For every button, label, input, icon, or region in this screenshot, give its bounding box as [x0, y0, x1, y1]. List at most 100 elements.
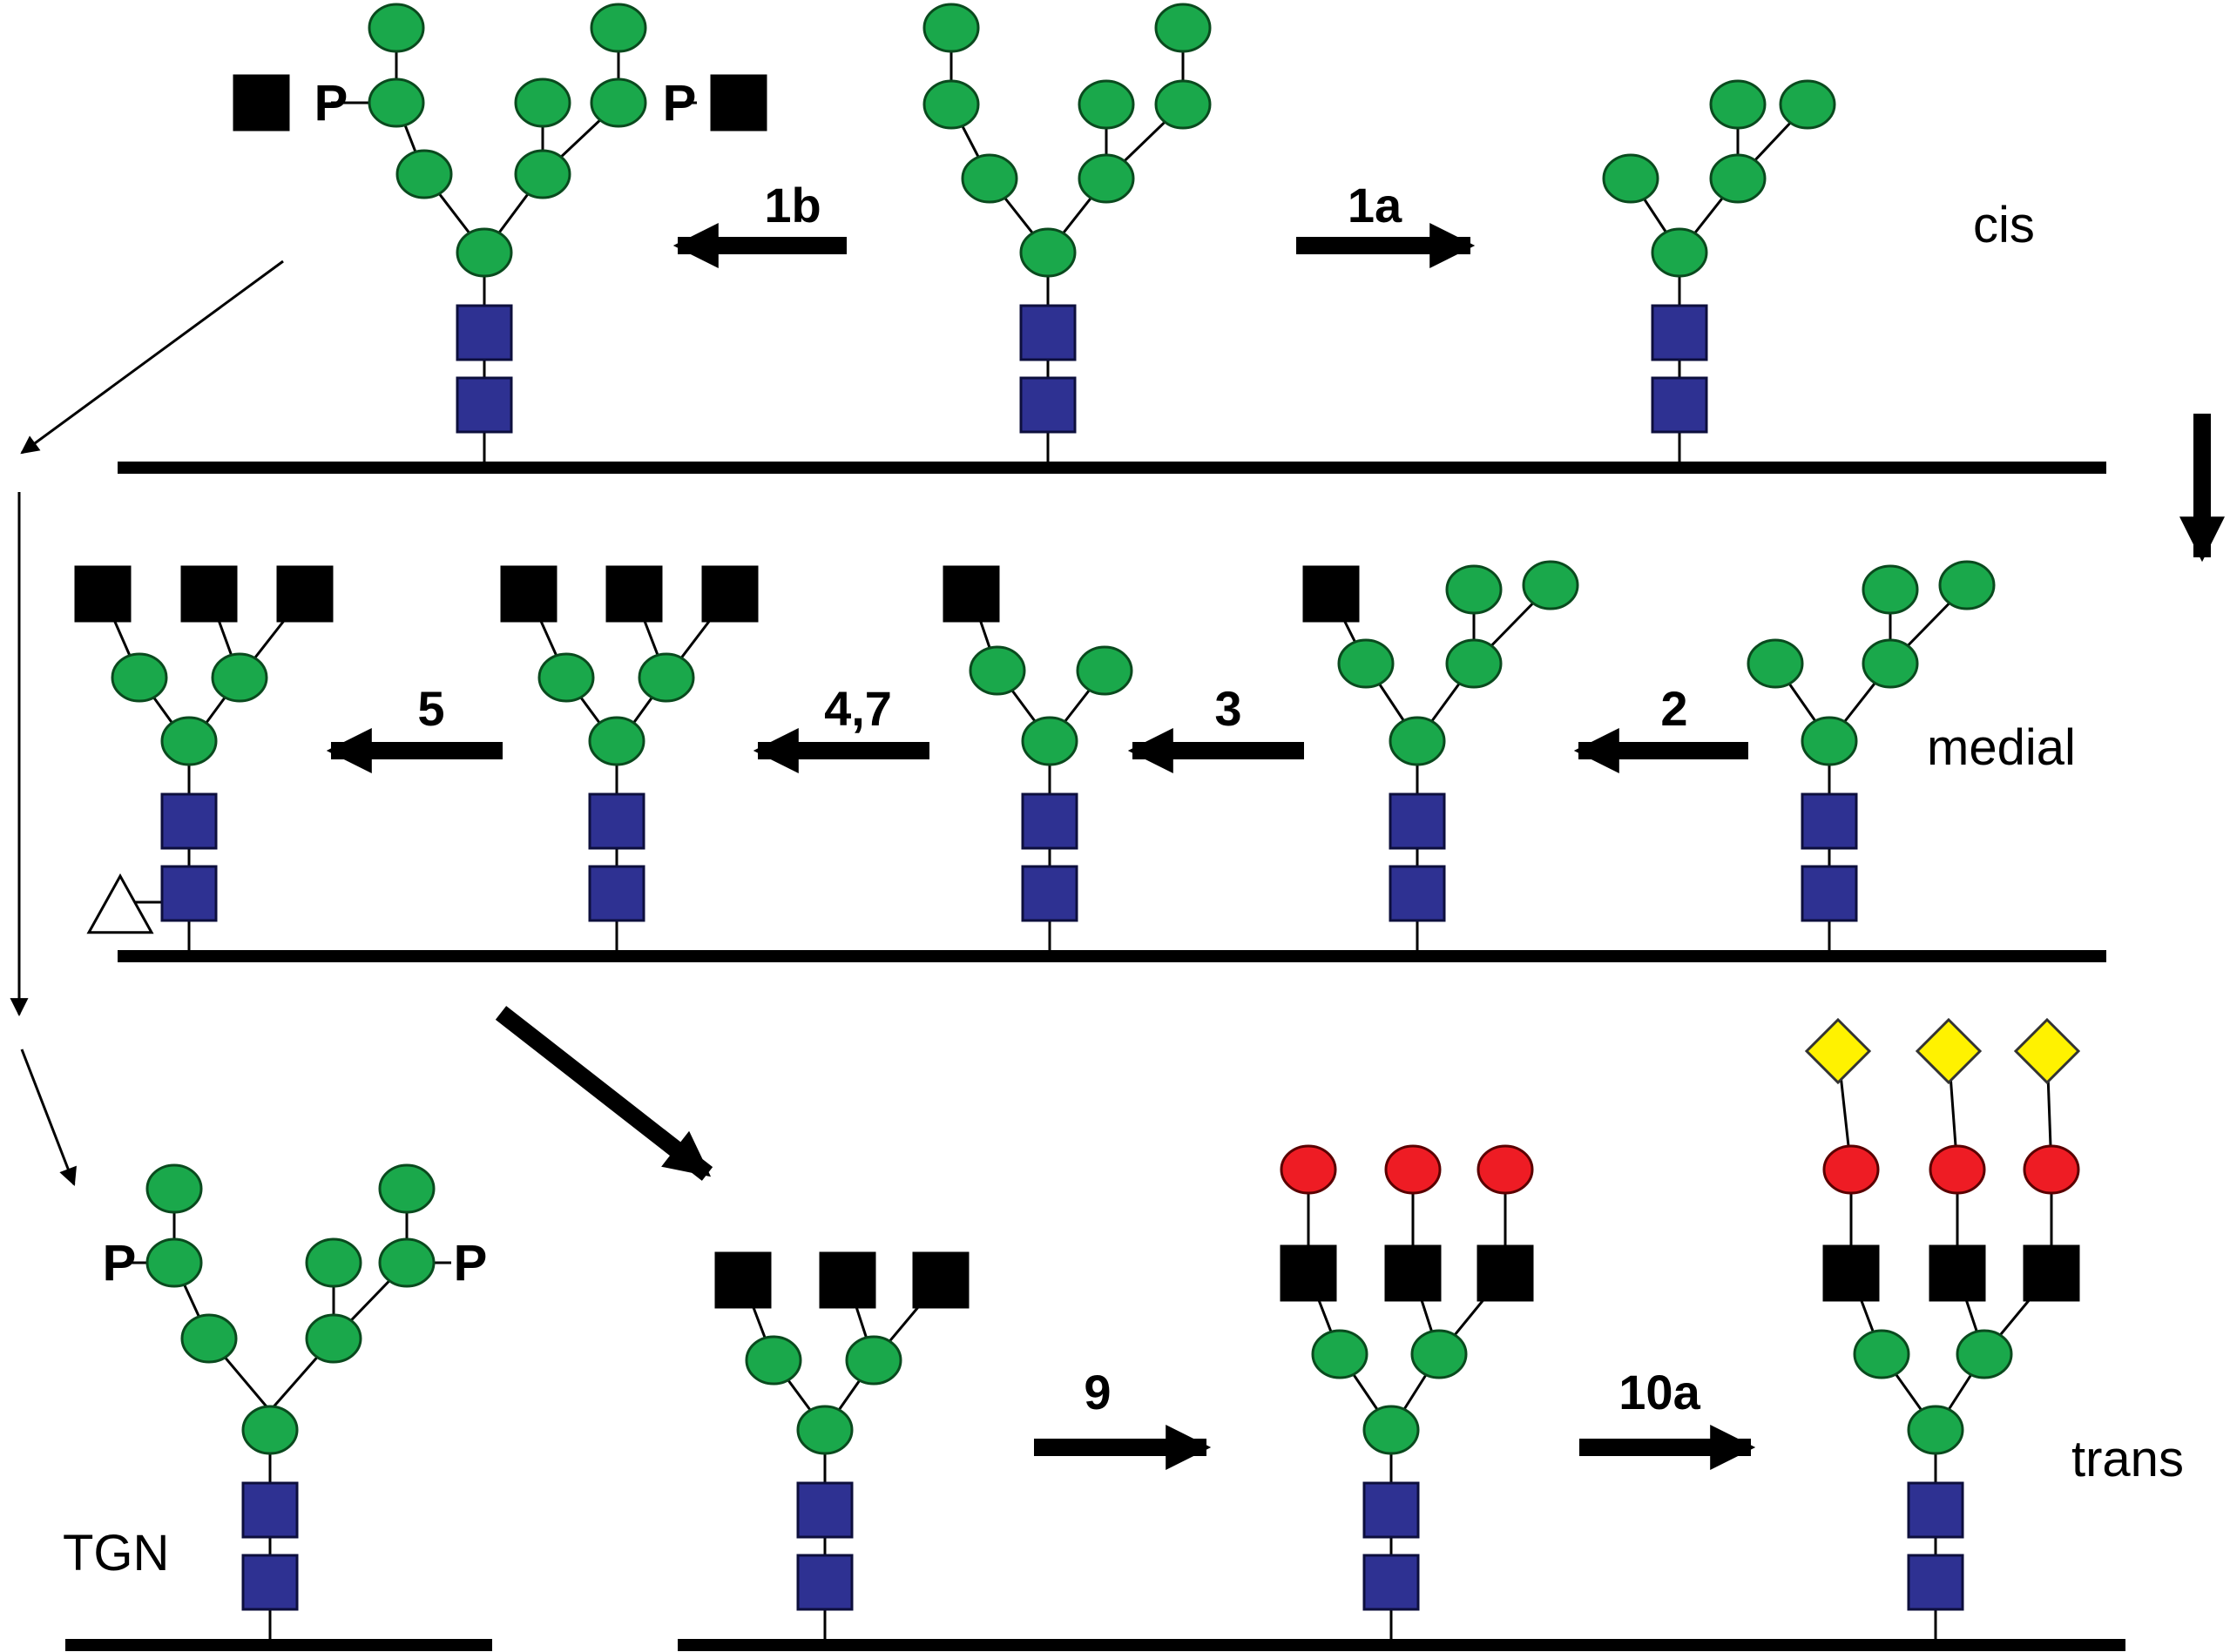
glcnac-square — [1362, 1481, 1420, 1539]
glcnac-square — [1019, 304, 1077, 361]
mannose-circle — [456, 227, 513, 278]
step-label-9: 9 — [1084, 1365, 1111, 1419]
terminal-glcnac-square — [1822, 1244, 1880, 1302]
sialic-acid-diamond — [2013, 1017, 2081, 1085]
mannose-circle — [745, 1335, 802, 1386]
glcnac-square — [1019, 376, 1077, 434]
glycan-trans-1 — [714, 1251, 970, 1645]
terminal-glcnac-square — [819, 1251, 876, 1309]
mannose-circle — [368, 78, 425, 128]
mannose-circle — [537, 652, 595, 703]
compartment-label-tgn: TGN — [63, 1525, 169, 1581]
compartment-label-cis: cis — [1973, 197, 2035, 253]
phosphate-label: P — [454, 1235, 488, 1291]
compartment-label-trans: trans — [2071, 1431, 2184, 1487]
mannose-circle — [1779, 79, 1836, 130]
terminal-glcnac-square — [714, 1251, 772, 1309]
terminal-glcnac-square — [276, 565, 334, 623]
step-label-1a: 1a — [1348, 178, 1402, 233]
sialic-acid-diamond — [1804, 1017, 1872, 1085]
mannose-circle — [145, 1237, 203, 1288]
sialic-acid-diamond — [1915, 1017, 1983, 1085]
terminal-glcnac-square — [1929, 1244, 1986, 1302]
mannose-circle — [922, 79, 980, 130]
step-label-10a: 10a — [1618, 1365, 1700, 1419]
glcnac-square — [1389, 865, 1446, 922]
mannose-circle — [180, 1313, 238, 1364]
mannose-circle — [1078, 153, 1135, 204]
glcnac-square — [160, 865, 218, 922]
phosphate-label: P — [103, 1235, 137, 1291]
galactose-circle — [1822, 1144, 1880, 1195]
mannose-circle — [969, 645, 1026, 696]
mannose-circle — [1389, 716, 1446, 766]
phosphate-label: P — [314, 75, 348, 131]
arrow-medial-to-trans — [495, 1006, 713, 1181]
mannose-circle — [1311, 1329, 1368, 1379]
terminal-glcnac-square — [74, 565, 132, 623]
mannose-circle — [211, 652, 268, 703]
glcnac-square — [588, 865, 645, 922]
mannose-circle — [1445, 564, 1503, 615]
mannose-circle — [1956, 1329, 2013, 1379]
mannose-circle — [1709, 79, 1767, 130]
glcnac-square — [1021, 792, 1078, 850]
terminal-glcnac-square — [912, 1251, 970, 1309]
glycan-medial-2 — [1302, 560, 1579, 956]
mannose-circle — [1410, 1329, 1468, 1379]
mannose-circle — [922, 3, 980, 53]
glcnac-square — [1362, 1554, 1420, 1611]
mannose-circle — [1154, 3, 1212, 53]
mannose-circle — [590, 78, 647, 128]
glcnac-square — [1801, 865, 1858, 922]
galactose-circle — [1477, 1144, 1534, 1195]
mannose-circle — [305, 1313, 362, 1364]
glcnac-square — [1801, 792, 1858, 850]
mannose-circle — [1853, 1329, 1910, 1379]
galactose-circle — [1280, 1144, 1337, 1195]
mannose-circle — [305, 1237, 362, 1288]
glcnac-square — [160, 792, 218, 850]
glycan-cis-high-mannose — [922, 3, 1212, 468]
galactose-circle — [1384, 1144, 1442, 1195]
mannose-circle — [241, 1405, 299, 1455]
glycan-medial-1 — [1747, 560, 1996, 956]
mannose-circle — [1019, 227, 1077, 278]
terminal-glcnac-square — [2023, 1244, 2080, 1302]
step-label-2: 2 — [1660, 681, 1687, 736]
step-label-1b: 1b — [764, 178, 821, 233]
mannose-circle — [395, 149, 453, 199]
terminal-glcnac-square — [1302, 565, 1360, 623]
step-label-3: 3 — [1214, 681, 1241, 736]
terminal-glcnac-square — [605, 565, 663, 623]
glcnac-square — [1907, 1554, 1964, 1611]
mannose-circle — [1801, 716, 1858, 766]
mannose-circle — [1862, 564, 1919, 615]
step-label-4-7: 4,7 — [824, 681, 892, 736]
mannose-circle — [961, 153, 1018, 204]
mannose-circle — [378, 1163, 436, 1214]
mannose-circle — [1709, 153, 1767, 204]
step-label-5: 5 — [417, 681, 444, 736]
mannose-circle — [1021, 716, 1078, 766]
mannose-circle — [1907, 1405, 1964, 1455]
mannose-circle — [368, 3, 425, 53]
mannose-circle — [1938, 560, 1996, 610]
mannose-circle — [638, 652, 695, 703]
mannose-circle — [1078, 79, 1135, 130]
mannose-circle — [845, 1335, 902, 1386]
glcnac-square — [796, 1481, 854, 1539]
terminal-glcnac-square — [233, 74, 290, 131]
glcnac-square — [588, 792, 645, 850]
compartment-label-medial: medial — [1927, 719, 2076, 776]
mannose-circle — [1602, 153, 1659, 204]
terminal-glcnac-square — [180, 565, 238, 623]
glcnac-square — [456, 376, 513, 434]
mannose-circle — [1445, 638, 1503, 689]
glycan-trans-sialylated — [1804, 1017, 2081, 1645]
glcnac-square — [1021, 865, 1078, 922]
